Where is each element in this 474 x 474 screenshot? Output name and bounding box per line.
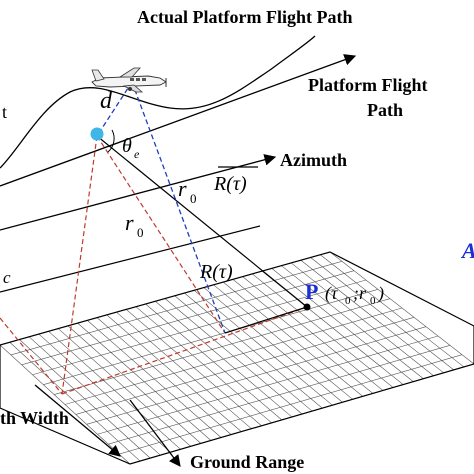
reference-line-lower	[0, 225, 261, 293]
p-coords-end: )	[377, 283, 384, 304]
r0-left-label: r	[125, 210, 134, 235]
p-coords-sub1: 0	[345, 295, 351, 307]
grid-line	[54, 298, 391, 395]
airplane-icon	[91, 67, 167, 93]
r0-upper-label: r	[178, 176, 187, 201]
platform-flight-path-label-2: Path	[367, 100, 403, 120]
right-fragment-a: A	[460, 238, 474, 263]
grid-line	[64, 307, 403, 405]
azimuth-label: Azimuth	[280, 150, 347, 170]
p-label: P	[305, 279, 318, 304]
swath-width-arrow	[34, 384, 121, 457]
theta-label: θ	[122, 135, 132, 157]
azimuth-line	[0, 154, 277, 231]
platform-flight-path-label-1: Platform Flight	[308, 75, 427, 95]
actual-flight-path-label: Actual Platform Flight Path	[137, 7, 352, 27]
left-fragment-c: c	[3, 268, 11, 287]
theta-sub: e	[134, 147, 140, 161]
r0-left-sub: 0	[137, 225, 144, 240]
p-coords-mid: ;r	[353, 283, 367, 303]
grid-line	[75, 317, 415, 415]
grid-line	[43, 289, 379, 385]
p-coords-sub2: 0	[370, 295, 376, 307]
theta-arc	[107, 129, 115, 153]
red-dashed-projection	[0, 135, 311, 395]
grid-line	[32, 279, 367, 376]
swath-width-label: th Width	[0, 408, 69, 428]
platform-position-dot	[90, 127, 104, 141]
slant-range-lines	[96, 135, 308, 334]
target-point-p	[303, 303, 311, 311]
ground-grid	[0, 251, 474, 465]
grid-line	[21, 270, 355, 366]
left-fragment-t: t	[2, 102, 7, 122]
ground-plane-outline	[0, 251, 474, 465]
actual-flight-path-curve	[0, 35, 316, 169]
r0-upper-sub: 0	[190, 191, 197, 206]
platform-flight-path-line	[0, 54, 357, 187]
grid-line	[108, 345, 451, 445]
p-coords-label: (τ	[325, 283, 338, 304]
blue-dashed-range	[96, 81, 226, 334]
d-label: d	[100, 88, 113, 114]
grid-line	[86, 326, 427, 425]
ground-range-label: Ground Range	[190, 452, 304, 472]
grid-line	[97, 335, 439, 435]
grid-line	[119, 354, 463, 455]
grid-line	[10, 261, 343, 356]
r-tau-label: R(τ)	[199, 261, 233, 283]
r-tau-bar-label: R(τ)	[213, 173, 247, 195]
ground-range-arrow	[129, 399, 181, 467]
